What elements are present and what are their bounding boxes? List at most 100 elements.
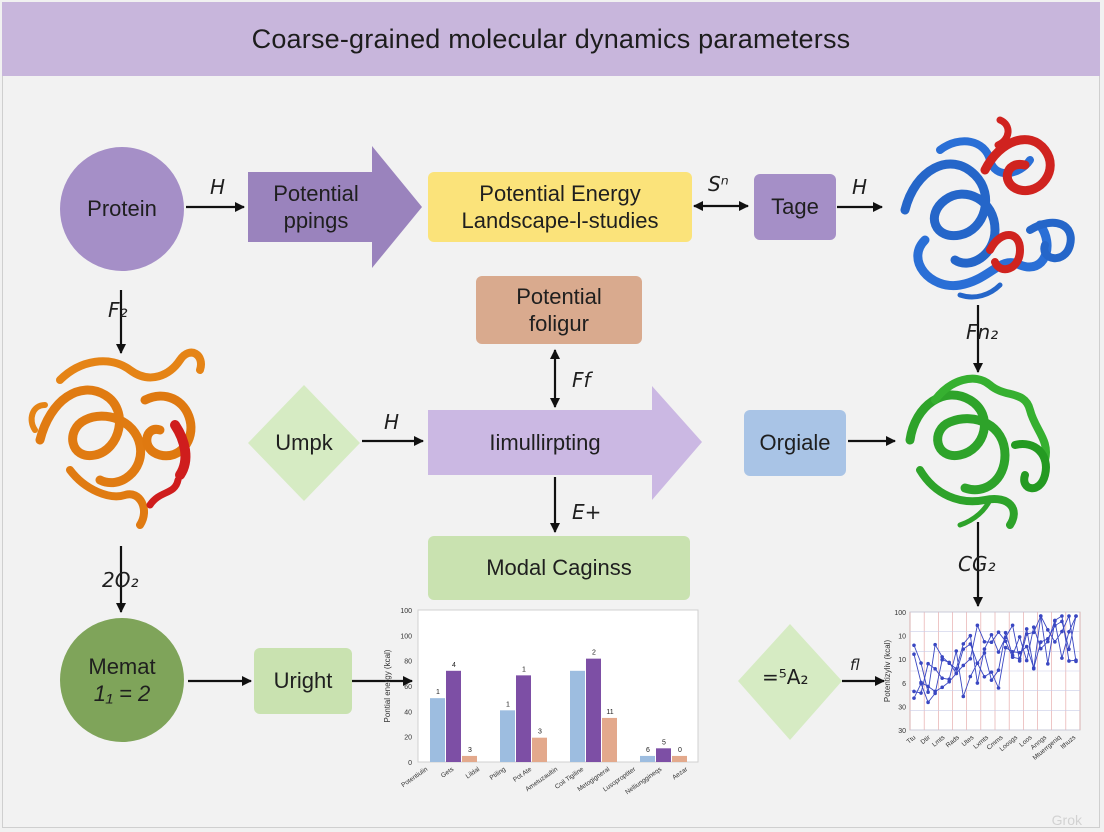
- line-point: [1060, 619, 1064, 624]
- bar-chart-x-tick: Potentiulin: [400, 766, 429, 789]
- label-foligur-link: Ff: [572, 368, 591, 392]
- line-point: [1010, 649, 1015, 654]
- line-chart-y-tick: 10: [898, 634, 906, 641]
- node-potential-ppings-label: Potential ppings: [273, 180, 359, 234]
- bar: [430, 698, 445, 762]
- bar: [532, 737, 547, 762]
- bar-chart-x-tick: Lildal: [465, 766, 482, 781]
- line-point: [989, 632, 994, 637]
- line-point: [1067, 630, 1071, 634]
- node-potential-ppings[interactable]: Potential ppings: [252, 172, 380, 242]
- line-point: [926, 661, 930, 666]
- line-point: [912, 643, 916, 648]
- bar: [516, 675, 531, 762]
- node-imullirpting[interactable]: Iimullirpting: [430, 412, 660, 474]
- bar-chart-y-tick: 0: [408, 760, 412, 767]
- line-point: [1074, 659, 1078, 664]
- line-point: [912, 652, 916, 657]
- line-point: [1067, 647, 1071, 651]
- line-point: [919, 691, 923, 695]
- line-chart-y-label: Potentizyliv (kcal): [883, 640, 892, 703]
- line-chart-x-tick: Dtir: [920, 734, 933, 746]
- line-point: [940, 657, 944, 662]
- line-point: [968, 642, 973, 646]
- bar: [672, 755, 687, 762]
- node-tage-label: Tage: [771, 194, 819, 220]
- node-umpk[interactable]: Umpk: [258, 420, 350, 466]
- node-modal-caginss[interactable]: Modal Caginss: [428, 536, 690, 600]
- line-point: [940, 676, 944, 680]
- node-memat[interactable]: Memat 1₁ = 2: [60, 618, 184, 742]
- line-point: [1038, 640, 1043, 644]
- bar-data-label: 1: [522, 666, 526, 673]
- line-point: [982, 639, 987, 644]
- node-memat-equation: 1₁ = 2: [93, 681, 151, 706]
- line-point: [1038, 614, 1043, 618]
- line-point: [989, 640, 994, 645]
- bar-chart-x-tick: Gets: [440, 765, 456, 779]
- bar: [462, 755, 477, 762]
- bar-chart-x-tick: Aezar: [671, 765, 690, 781]
- line-point: [1017, 635, 1022, 639]
- node-protein[interactable]: Protein: [60, 147, 184, 271]
- bar-data-label: 1: [506, 701, 510, 708]
- bar: [570, 670, 585, 762]
- line-point: [1010, 623, 1015, 628]
- node-uright-label: Uright: [273, 668, 333, 694]
- line-point: [947, 660, 952, 665]
- line-point: [933, 642, 937, 647]
- protein-structure-orange: [28, 348, 205, 529]
- bar-chart-y-tick: 60: [404, 684, 412, 691]
- label-a2-diamond: =⁵A₂: [762, 665, 809, 689]
- line-point: [1053, 623, 1057, 628]
- label-protein-to-ppings: H: [210, 175, 226, 199]
- line-point: [989, 670, 994, 674]
- line-point: [1024, 658, 1029, 663]
- bar-chart-x-tick: Pot Ate: [512, 766, 533, 784]
- line-point: [1067, 659, 1071, 663]
- line-point: [1003, 630, 1008, 635]
- bar-chart-y-tick: 40: [404, 709, 412, 716]
- line-point: [1053, 640, 1057, 644]
- line-point: [926, 690, 930, 695]
- line-point: [912, 689, 916, 694]
- line-point: [1010, 655, 1015, 660]
- node-energy-landscape[interactable]: Potential Energy Landscape-l-studies: [428, 172, 692, 242]
- line-chart-y-tick: 6: [902, 681, 906, 688]
- bar-data-label: 3: [468, 747, 472, 754]
- node-orgiale-label: Orgiale: [759, 430, 831, 456]
- label-umpk-to-sim: H: [384, 410, 400, 434]
- line-point: [982, 647, 987, 651]
- node-potential-foligur[interactable]: Potential foligur: [476, 276, 642, 344]
- line-point: [961, 647, 966, 651]
- line-point: [912, 696, 916, 700]
- bar-chart-plot-area: [417, 609, 699, 763]
- line-chart-y-tick: 30: [898, 728, 906, 735]
- a2-diamond: [738, 624, 842, 740]
- line-point: [1053, 619, 1057, 623]
- line-chart-x-tick: Ithuzs: [1060, 734, 1078, 751]
- line-point: [1024, 644, 1029, 649]
- line-point: [996, 668, 1001, 672]
- line-point: [996, 650, 1001, 654]
- line-point: [996, 630, 1001, 634]
- line-series: [913, 615, 1077, 704]
- line-point: [961, 642, 966, 646]
- line-point: [1031, 630, 1036, 635]
- line-point: [1060, 614, 1064, 618]
- watermark: Grok: [1051, 812, 1082, 828]
- node-tage[interactable]: Tage: [754, 174, 836, 240]
- node-orgiale[interactable]: Orgiale: [744, 410, 846, 476]
- node-uright[interactable]: Uright: [254, 648, 352, 714]
- node-umpk-label: Umpk: [275, 430, 333, 456]
- bar: [656, 748, 671, 762]
- ppings-arrow-shape: [248, 146, 422, 268]
- label-diamond-arrow: fl: [850, 656, 860, 674]
- bar-chart-y-tick: 100: [400, 608, 412, 615]
- bar: [500, 710, 515, 762]
- line-point: [1031, 666, 1036, 671]
- title-bar: Coarse-grained molecular dynamics parame…: [2, 2, 1100, 76]
